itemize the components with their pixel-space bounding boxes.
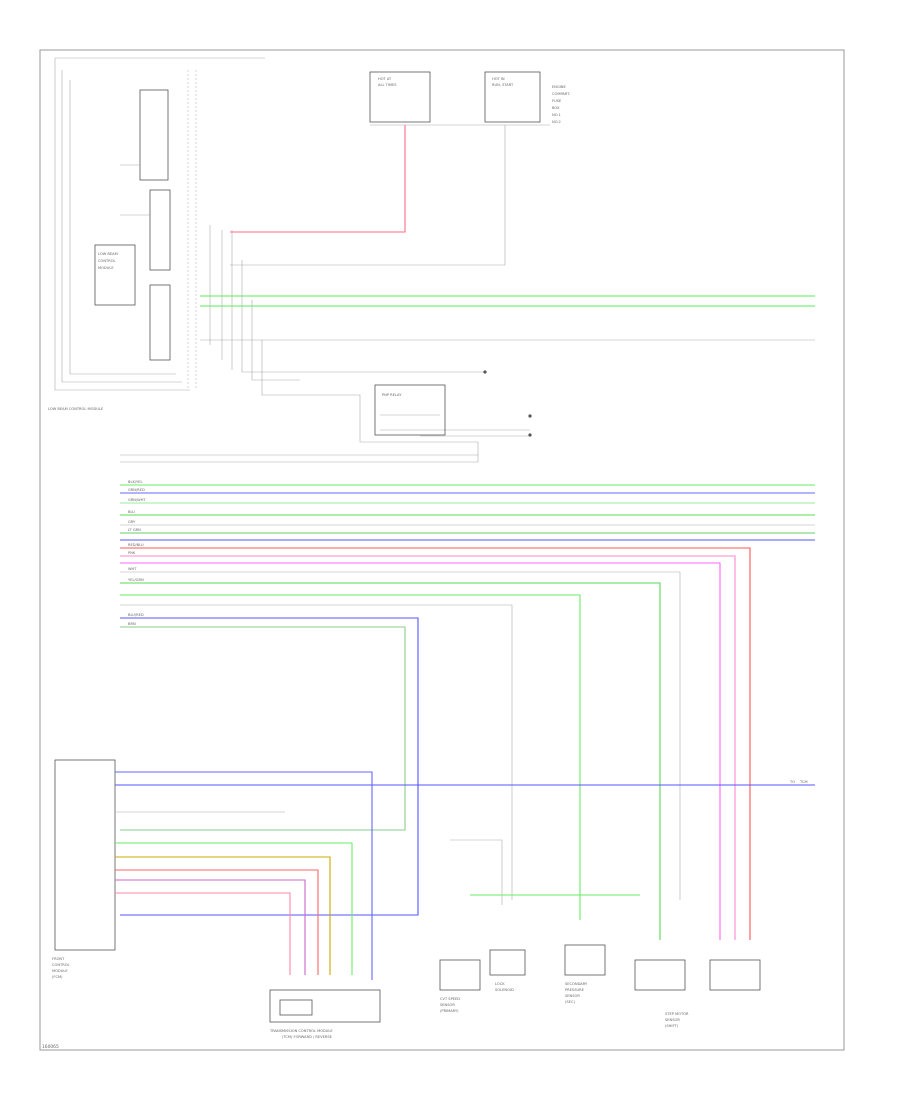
component-1-line2: SENSOR: [440, 1003, 455, 1007]
tcm-line-2: (TCM) FORWARD / REVERSE: [282, 1035, 333, 1039]
left-module-label: LOW BEAM CONTROL MODULE: [48, 407, 104, 411]
note-line-3: FUSE: [552, 99, 562, 103]
note-line-5: NO.1: [552, 113, 561, 117]
svg-text:CONTROL: CONTROL: [98, 259, 116, 263]
wire-code-8: PNK: [128, 551, 136, 555]
top-fuse-1-line1: HOT AT: [378, 77, 392, 81]
fcm-line-3: MODULE: [52, 969, 68, 973]
figure-id: 160065: [42, 1044, 59, 1050]
right-label-1: TO: [789, 780, 795, 784]
bottom-components: CVT SPEED SENSOR (PRIMARY) LOCK SOLENOID…: [439, 839, 761, 1028]
top-left-module: LOW BEAM CONTROL MODULE LOW BEAM CONTROL…: [48, 57, 265, 411]
note-line-6: NO.2: [552, 120, 561, 124]
top-fuse-2-line1: HOT IN: [492, 77, 505, 81]
component-4-line3: (SHIFT): [665, 1024, 679, 1028]
wire-code-3: GRN/WHT: [128, 498, 146, 502]
component-4-line1: STEP MOTOR: [665, 1012, 689, 1016]
component-4-line2: SENSOR: [665, 1018, 680, 1022]
fcm-line-2: CONTROL: [52, 963, 70, 967]
lower-left-module: FRONT CONTROL MODULE (FCM): [52, 759, 815, 980]
wire-code-labels: BLK/YEL GRN/RED GRN/WHT BLU GRY LT GRN R…: [128, 480, 808, 784]
bottom-module: TRANSMISSION CONTROL MODULE (TCM) FORWAR…: [269, 989, 381, 1039]
tcm-line-1: TRANSMISSION CONTROL MODULE: [269, 1029, 333, 1033]
component-2-line1: LOCK: [495, 982, 505, 986]
component-3-line3: SENSOR: [565, 994, 580, 998]
wire-code-1: BLK/YEL: [128, 480, 143, 484]
right-label-2: TCM: [799, 780, 808, 784]
top-fuse-1-line2: ALL TIMES: [378, 83, 397, 87]
svg-text:LOW BEAM: LOW BEAM: [98, 252, 118, 256]
wire-code-11: BLU/RED: [128, 613, 144, 617]
upper-wires: PNP RELAY: [200, 125, 815, 462]
wire-code-10: YEL/GRN: [128, 578, 144, 582]
wire-code-4: BLU: [128, 510, 135, 514]
relay-label: PNP RELAY: [382, 393, 402, 397]
top-fuse-area: HOT AT ALL TIMES HOT IN RUN, START ENGIN…: [369, 71, 570, 126]
wire-code-2: GRN/RED: [128, 488, 145, 492]
top-fuse-2-line2: RUN, START: [492, 83, 514, 87]
component-1-line3: (PRIMARY): [440, 1009, 459, 1013]
component-2-line2: SOLENOID: [495, 988, 514, 992]
fcm-line-4: (FCM): [52, 975, 63, 979]
wire-code-9: WHT: [128, 567, 137, 571]
component-3-line4: (SEC): [565, 1000, 575, 1004]
wire-code-7: RED/BLU: [128, 543, 144, 547]
component-3-line1: SECONDARY: [565, 982, 588, 986]
fcm-line-1: FRONT: [52, 957, 65, 961]
bus-wires: [120, 454, 815, 940]
component-3-line2: PRESSURE: [565, 988, 585, 992]
diagram-frame: [39, 49, 845, 1051]
wire-code-6: LT GRN: [128, 528, 141, 532]
note-line-2: COMPART.: [552, 92, 570, 96]
wire-code-12: BRN: [128, 622, 136, 626]
wire-code-5: GRY: [128, 520, 136, 524]
note-line-4: BOX: [552, 106, 560, 110]
note-line-1: ENGINE: [552, 85, 566, 89]
svg-text:MODULE: MODULE: [98, 266, 114, 270]
component-1-line1: CVT SPEED: [440, 997, 460, 1001]
